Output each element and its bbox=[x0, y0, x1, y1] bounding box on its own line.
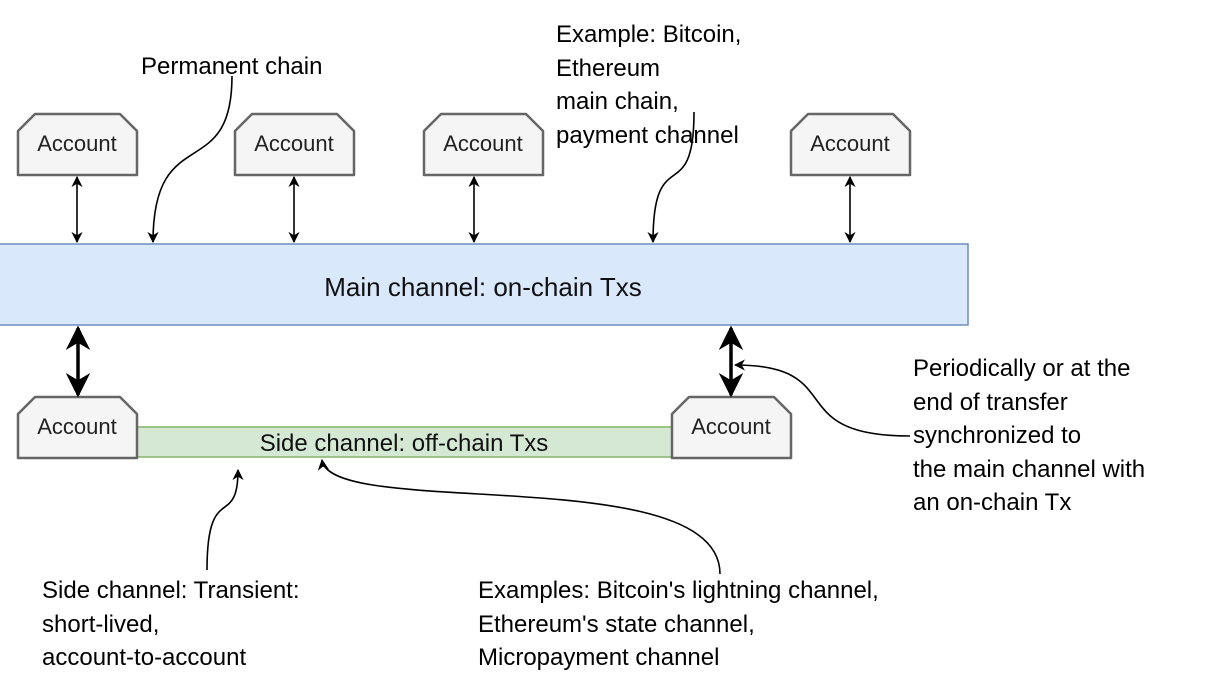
annotation-line: main chain, bbox=[556, 88, 679, 115]
annotation-line: Examples: Bitcoin's lightning channel, bbox=[478, 577, 879, 604]
account-node-label: Account bbox=[691, 414, 771, 439]
callout-arrow-permanent-chain bbox=[147, 75, 233, 244]
account-node-label: Account bbox=[37, 131, 117, 156]
annotation-line: Example: Bitcoin, bbox=[556, 21, 742, 48]
annotation-line: the main channel with bbox=[913, 455, 1146, 483]
account-node-3: Account bbox=[422, 112, 545, 177]
annotation-line: an on-chain Tx bbox=[913, 489, 1072, 516]
annotation-line: Permanent chain bbox=[141, 53, 323, 80]
annotation-side-transient: Side channel: Transient: short-lived, ac… bbox=[42, 574, 300, 675]
annotation-examples-side: Examples: Bitcoin's lightning channel, E… bbox=[478, 574, 879, 675]
account-node-4: Account bbox=[789, 112, 912, 177]
account-node-side-left: Account bbox=[16, 395, 139, 460]
annotation-line: synchronized to bbox=[913, 422, 1082, 449]
annotation-periodic-sync: Periodically or at the end of transfer s… bbox=[913, 352, 1145, 520]
account-node-1: Account bbox=[16, 112, 139, 177]
side-channel-label: Side channel: off-chain Txs bbox=[260, 430, 549, 457]
callout-arrow-examples-side bbox=[317, 458, 721, 575]
annotation-example-main: Example: Bitcoin, Ethereum main chain, p… bbox=[556, 18, 741, 152]
annotation-line: Ethereum bbox=[556, 54, 661, 82]
account-node-label: Account bbox=[810, 131, 890, 156]
main-channel-band bbox=[0, 243, 969, 326]
annotation-line: end of transfer bbox=[913, 388, 1068, 416]
annotation-permanent-chain: Permanent chain bbox=[141, 50, 322, 84]
account-node-label: Account bbox=[443, 131, 523, 156]
callout-arrow-example-main bbox=[647, 111, 695, 244]
callout-arrow-side-transient bbox=[206, 468, 244, 571]
account-node-side-right: Account bbox=[670, 395, 793, 460]
account-node-2: Account bbox=[233, 112, 356, 177]
annotation-line: short-lived, bbox=[42, 610, 160, 638]
callout-arrow-periodic-sync bbox=[733, 359, 911, 437]
annotation-line: account-to-account bbox=[42, 644, 247, 671]
main-channel-label: Main channel: on-chain Txs bbox=[324, 272, 641, 302]
annotation-line: Periodically or at the bbox=[913, 355, 1131, 382]
annotation-line: Ethereum's state channel, bbox=[478, 610, 755, 638]
annotation-line: Micropayment channel bbox=[478, 644, 720, 671]
annotation-line: payment channel bbox=[556, 121, 739, 149]
account-node-label: Account bbox=[254, 131, 334, 156]
annotation-line: Side channel: Transient: bbox=[42, 577, 300, 604]
account-node-label: Account bbox=[37, 414, 117, 439]
